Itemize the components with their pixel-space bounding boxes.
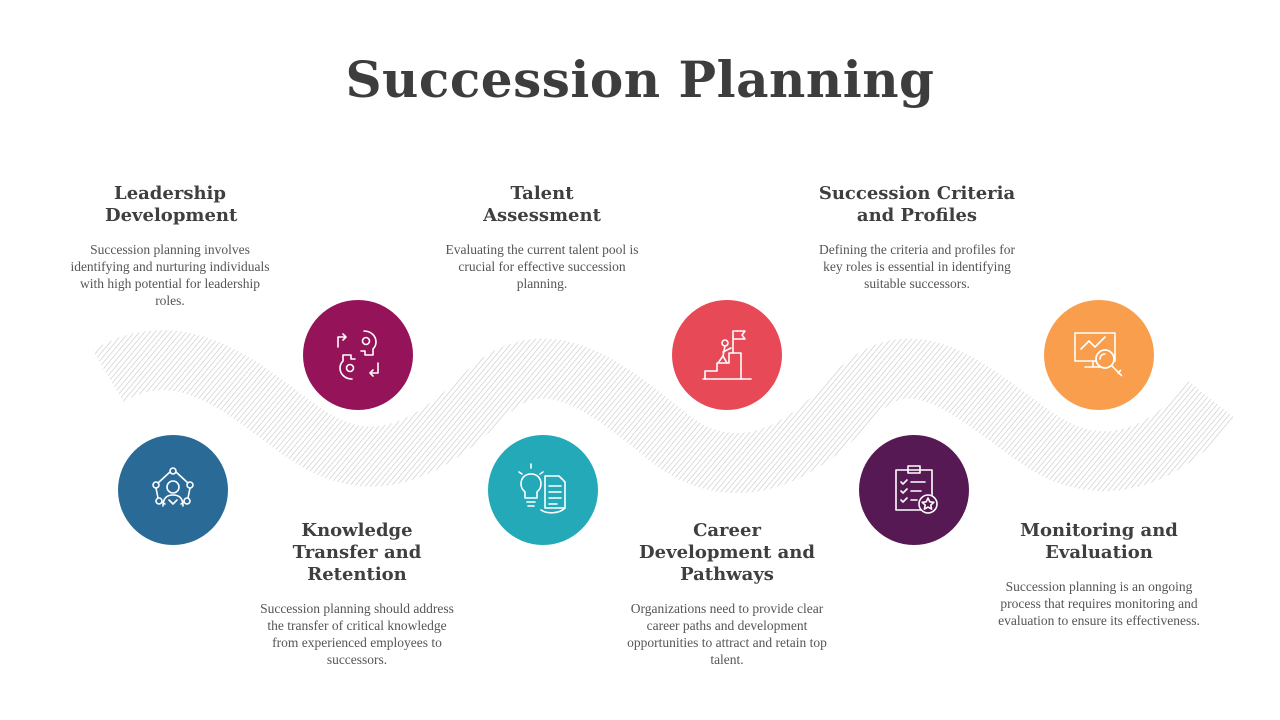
monitor-magnifier-icon: [1074, 332, 1123, 377]
career-steps-flag-icon: [702, 330, 752, 380]
step-description: Succession planning should address the t…: [260, 601, 454, 667]
step-heading: Talent Assessment: [483, 183, 601, 226]
step-career-development: Career Development and Pathways Organiza…: [607, 520, 847, 668]
step-heading: Career Development and Pathways: [639, 520, 815, 585]
page-title: Succession Planning: [345, 50, 935, 109]
step-description: Succession planning is an ongoing proces…: [998, 579, 1200, 628]
step-leadership-development: Leadership Development Succession planni…: [50, 183, 290, 309]
circle-talent-assessment: [488, 435, 598, 545]
step-knowledge-transfer: Knowledge Transfer and Retention Success…: [237, 520, 477, 668]
step-description: Organizations need to provide clear care…: [627, 601, 827, 667]
step-description: Evaluating the current talent pool is cr…: [445, 242, 639, 291]
knowledge-exchange-icon: [337, 330, 379, 380]
step-description: Defining the criteria and profiles for k…: [818, 242, 1016, 291]
step-heading: Knowledge Transfer and Retention: [292, 520, 422, 585]
step-succession-criteria: Succession Criteria and Profiles Definin…: [797, 183, 1037, 292]
step-heading: Monitoring and Evaluation: [1020, 520, 1178, 563]
step-description: Succession planning involves identifying…: [70, 242, 270, 308]
step-talent-assessment: Talent Assessment Evaluating the current…: [422, 183, 662, 292]
circle-knowledge-transfer: [303, 300, 413, 410]
idea-assessment-icon: [518, 463, 566, 514]
checklist-star-icon: [895, 465, 938, 514]
circle-monitoring-evaluation: [1044, 300, 1154, 410]
step-monitoring-evaluation: Monitoring and Evaluation Succession pla…: [979, 520, 1219, 629]
step-heading: Leadership Development: [105, 183, 238, 226]
team-network-icon: [152, 467, 194, 507]
circle-career-development: [672, 300, 782, 410]
circle-leadership-development: [118, 435, 228, 545]
step-heading: Succession Criteria and Profiles: [818, 183, 1016, 226]
circle-succession-criteria: [859, 435, 969, 545]
